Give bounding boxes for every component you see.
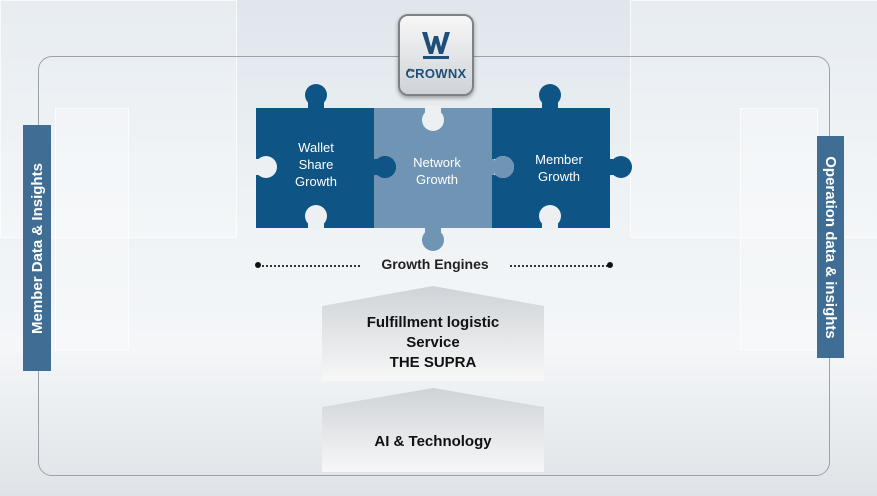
dotline-left-end — [255, 262, 261, 268]
piece-label-wallet: Wallet Share Growth — [295, 140, 337, 189]
crownx-logo: the CROWNX — [398, 14, 474, 96]
background-panel-left-inner — [55, 108, 129, 350]
logo-the-text: the — [408, 68, 415, 74]
dotline-left — [262, 265, 360, 267]
left-sidebar: Member Data & Insights — [23, 125, 51, 371]
crown-icon — [422, 32, 450, 59]
block-fulfillment-label: Fulfillment logistic Service THE SUPRA — [366, 314, 500, 371]
logo-brand-text: CROWNX — [405, 66, 467, 81]
growth-engines-label: Growth Engines — [381, 256, 489, 272]
block-ai-shape — [322, 388, 544, 472]
background-panel-right-inner — [740, 108, 818, 350]
block-ai-label: AI & Technology — [374, 433, 492, 450]
piece-label-member: Member Growth — [535, 152, 583, 184]
dotline-right — [510, 265, 608, 267]
dotline-right-end — [607, 262, 613, 268]
block-fulfillment-shape — [322, 286, 544, 381]
piece-label-network: Network Growth — [413, 155, 461, 187]
right-sidebar: Operation data & insights — [817, 136, 844, 358]
